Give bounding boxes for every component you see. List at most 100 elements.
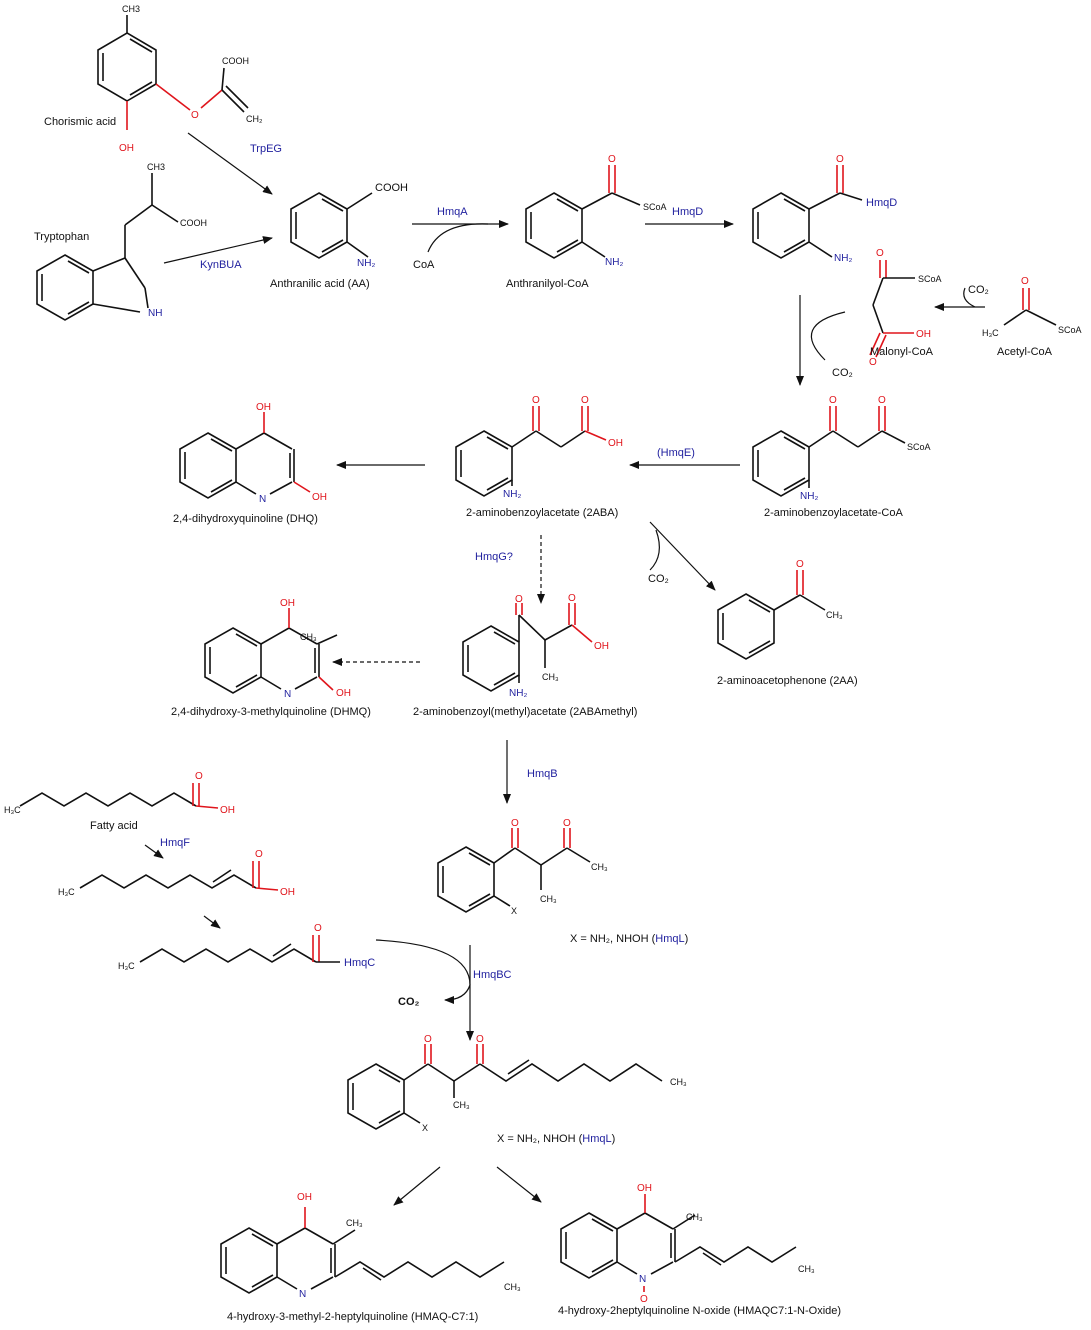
hmqg-enzyme-label: HmqG? xyxy=(475,551,513,563)
trp-carboxyl-label: COOH xyxy=(180,218,207,228)
trpeg-enzyme-label: TrpEG xyxy=(250,143,282,155)
aap-structure: O CH₃ xyxy=(717,559,843,660)
dhmq-structure: N OH CH₃ OH xyxy=(204,598,351,700)
co2-bold-label: CO₂ xyxy=(398,996,420,1008)
fatty-acid-label: Fatty acid xyxy=(90,820,138,832)
enoyl-acid-structure: O OH H₃C xyxy=(58,849,295,898)
chorismic-acid-label: Chorismic acid xyxy=(44,116,116,128)
malonyl-coa-structure: O SCoA OH O xyxy=(869,248,942,368)
dk-o2-label: O xyxy=(563,818,571,829)
aa-carboxyl-label: COOH xyxy=(375,182,408,194)
aba-amine-label: NH₂ xyxy=(503,489,521,500)
noxide-oh-label: OH xyxy=(637,1183,652,1194)
malonyl-o2-label: O xyxy=(869,357,877,368)
noxide-nitrogen-label: N xyxy=(639,1274,646,1285)
hmqe-enzyme-label: (HmqE) xyxy=(657,447,695,459)
hmaq-noxide-structure: N O OH CH₃ CH₃ xyxy=(560,1183,815,1305)
aap-label: 2-aminoacetophenone (2AA) xyxy=(717,675,858,687)
abam-o1-label: O xyxy=(515,594,523,605)
aba-coa-scoa-label: SCoA xyxy=(907,442,931,452)
coa-thioester-label: SCoA xyxy=(643,202,667,212)
hmaq-label: 4-hydroxy-3-methyl-2-heptylquinoline (HM… xyxy=(227,1311,478,1323)
anthranilyol-coa-label: Anthranilyol-CoA xyxy=(506,278,589,290)
aba-coa-amine-label: NH₂ xyxy=(800,491,818,502)
noxide-terminal-methyl-label: CH₃ xyxy=(798,1264,815,1274)
malonyl-input-curve xyxy=(810,311,846,361)
decarboxylation-co2-curve xyxy=(649,529,660,571)
kynbua-enzyme-label: KynBUA xyxy=(200,259,242,271)
methyl-label: CH3 xyxy=(122,4,140,14)
hmaq-structure: N OH CH₃ CH₃ xyxy=(220,1192,521,1300)
aap-methyl-label: CH₃ xyxy=(826,610,843,620)
x-note-2-enzyme: HmqL xyxy=(582,1133,611,1145)
co2-release-label: CO₂ xyxy=(832,367,853,379)
hmqbc-enzyme-label: HmqBC xyxy=(473,969,512,981)
hmqa-enzyme-label: HmqA xyxy=(437,206,468,218)
ether-oxygen-label: O xyxy=(191,110,199,121)
enoyl-oh-label: OH xyxy=(280,887,295,898)
dhmq-oh4-label: OH xyxy=(280,598,295,609)
acetyl-oxygen-label: O xyxy=(1021,276,1029,287)
kynbua-arrow xyxy=(163,236,273,264)
anthranilyl-hmqd-structure: O HmqD NH₂ xyxy=(752,154,897,264)
dhq-structure: N OH OH xyxy=(179,402,327,505)
anthranilic-acid-label: Anthranilic acid (AA) xyxy=(270,278,370,290)
hmaq-methyl-label: CH₃ xyxy=(346,1218,363,1228)
noxide-arrow xyxy=(496,1166,542,1203)
carboxyl-label: COOH xyxy=(222,56,249,66)
enoyl-oxygen-label: O xyxy=(255,849,263,860)
cp-x-label: X xyxy=(422,1123,428,1133)
dhq-nitrogen-label: N xyxy=(259,494,266,505)
coa-release-curve xyxy=(427,223,489,253)
aba-methyl-structure: O CH₃ O OH NH₂ xyxy=(462,593,609,699)
aba-coa-o2-label: O xyxy=(878,395,886,406)
aba-coa-o1-label: O xyxy=(829,395,837,406)
tryptophan-label: Tryptophan xyxy=(34,231,89,243)
x-note-2: X = NH₂, NHOH (HmqL) xyxy=(497,1133,615,1145)
hmqd-amine-label: NH₂ xyxy=(834,253,852,264)
abam-oh-label: OH xyxy=(594,641,609,652)
hmqb-enzyme-label: HmqB xyxy=(527,768,558,780)
hmqf-enzyme-label: HmqF xyxy=(160,837,190,849)
x-note-1: X = NH₂, NHOH (HmqL) xyxy=(570,933,688,945)
cp-o2-label: O xyxy=(476,1034,484,1045)
dk-terminal-methyl-label: CH₃ xyxy=(591,862,608,872)
malonyl-oh-label: OH xyxy=(916,329,931,340)
aba-label: 2-aminobenzoylacetate (2ABA) xyxy=(466,507,618,519)
diketone-intermediate-structure: O CH₃ O CH₃ X xyxy=(437,818,608,916)
abam-o2-label: O xyxy=(568,593,576,604)
acetyl-coa-label: Acetyl-CoA xyxy=(997,346,1053,358)
tryptophan-structure: NH CH3 COOH xyxy=(36,162,207,321)
hmqd-enzyme-label: HmqD xyxy=(672,206,703,218)
dk-o1-label: O xyxy=(511,818,519,829)
fatty-acid-structure: O OH H₃C xyxy=(4,771,235,816)
hmqf-arrow xyxy=(144,844,164,859)
acoa-amine-label: NH₂ xyxy=(605,257,623,268)
cp-terminal-methyl-label: CH₃ xyxy=(670,1077,687,1087)
dk-methyl-label: CH₃ xyxy=(540,894,557,904)
dk-x-label: X xyxy=(511,906,517,916)
trpeg-arrow xyxy=(187,132,273,195)
aba-o2-label: O xyxy=(581,395,589,406)
dhmq-label: 2,4-dihydroxy-3-methylquinoline (DHMQ) xyxy=(171,706,371,718)
acetyl-scoa-label: SCoA xyxy=(1058,325,1082,335)
abam-amine-label: NH₂ xyxy=(509,688,527,699)
dhq-label: 2,4-dihydroxyquinoline (DHQ) xyxy=(173,513,318,525)
dhmq-nitrogen-label: N xyxy=(284,689,291,700)
coupled-product-structure: O CH₃ O CH₃ X xyxy=(347,1034,687,1133)
chorismic-acid-structure: CH3 OH O COOH CH₂ xyxy=(97,4,263,154)
anthranilic-acid-structure: COOH NH₂ xyxy=(290,182,408,269)
hmqd-bound-label: HmqD xyxy=(866,197,897,209)
cp-methyl-label: CH₃ xyxy=(453,1100,470,1110)
acyl-oxygen-label: O xyxy=(608,154,616,165)
acetyl-methyl-label: H₃C xyxy=(982,328,999,338)
aa-amine-label: NH₂ xyxy=(357,258,375,269)
fa-oxygen-label: O xyxy=(195,771,203,782)
enoyl-methyl-label: H₃C xyxy=(58,887,75,897)
hmqbc-input-curve xyxy=(375,939,471,1004)
cp-o1-label: O xyxy=(424,1034,432,1045)
trp-methyl-label: CH3 xyxy=(147,162,165,172)
x-note-1-enzyme: HmqL xyxy=(655,933,684,945)
